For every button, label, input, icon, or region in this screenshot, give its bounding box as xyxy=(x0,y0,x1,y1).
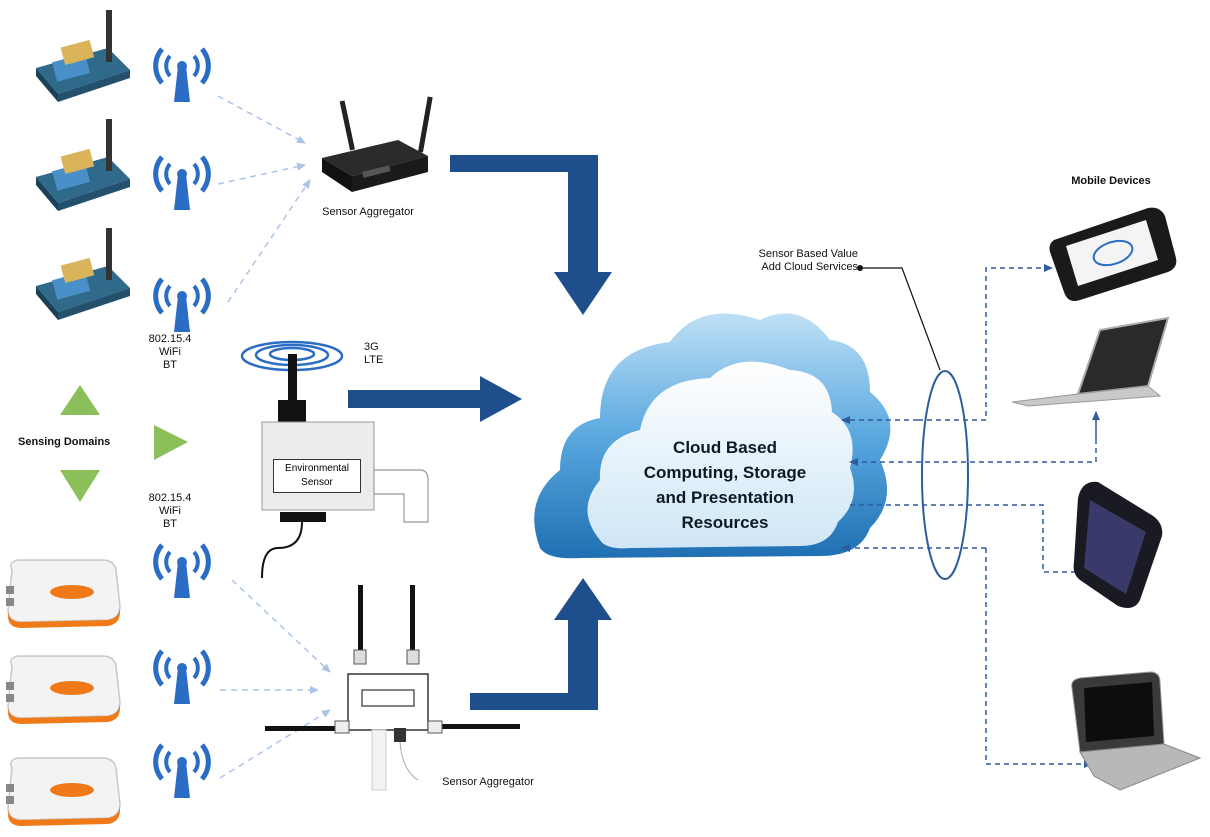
environmental-sensor-icon xyxy=(261,421,429,579)
sensor-aggregator-label: Sensor Aggregator xyxy=(322,206,414,218)
sensor-board-3 xyxy=(36,228,130,320)
device-links xyxy=(841,264,1100,768)
shimmer-device-2 xyxy=(5,655,121,725)
shimmer-device-3 xyxy=(5,757,121,827)
callout-line xyxy=(860,267,941,371)
dashed-arrow xyxy=(217,95,306,144)
laptop-icon xyxy=(1071,671,1202,791)
cloud-icon xyxy=(534,313,891,559)
sensor-board-1 xyxy=(36,10,130,102)
triangle-up-icon xyxy=(60,385,100,415)
laptop-icon xyxy=(1011,316,1170,407)
service-ellipse xyxy=(921,370,969,580)
router-icon xyxy=(322,96,433,192)
mobile-devices-label: Mobile Devices xyxy=(1071,175,1151,187)
sensing-domains-label: Sensing Domains xyxy=(18,436,111,448)
flow-arrow xyxy=(470,578,612,710)
cellular-antenna-icon xyxy=(240,340,344,422)
wifi-icon xyxy=(156,545,209,598)
wifi-icon xyxy=(156,651,209,704)
dashed-arrow xyxy=(227,179,311,303)
gateway-icon xyxy=(265,585,520,791)
sensor-board-2 xyxy=(36,119,130,211)
flow-arrow xyxy=(348,376,522,422)
tablet-icon xyxy=(1049,207,1177,301)
triangle-down-icon xyxy=(60,470,100,502)
sensor-aggregator-label: Sensor Aggregator xyxy=(442,776,534,788)
wifi-icon xyxy=(156,745,209,798)
phone-icon xyxy=(1073,481,1163,608)
shimmer-device-1 xyxy=(5,559,121,629)
callout-dot xyxy=(857,265,863,271)
wifi-icon xyxy=(156,279,209,332)
dashed-arrow xyxy=(219,709,331,779)
dashed-arrow xyxy=(217,162,306,185)
wifi-icon xyxy=(156,49,209,102)
dashed-arrow xyxy=(231,579,331,673)
triangle-right-icon xyxy=(154,425,188,460)
wifi-icon xyxy=(156,157,209,210)
flow-arrow xyxy=(450,155,612,315)
